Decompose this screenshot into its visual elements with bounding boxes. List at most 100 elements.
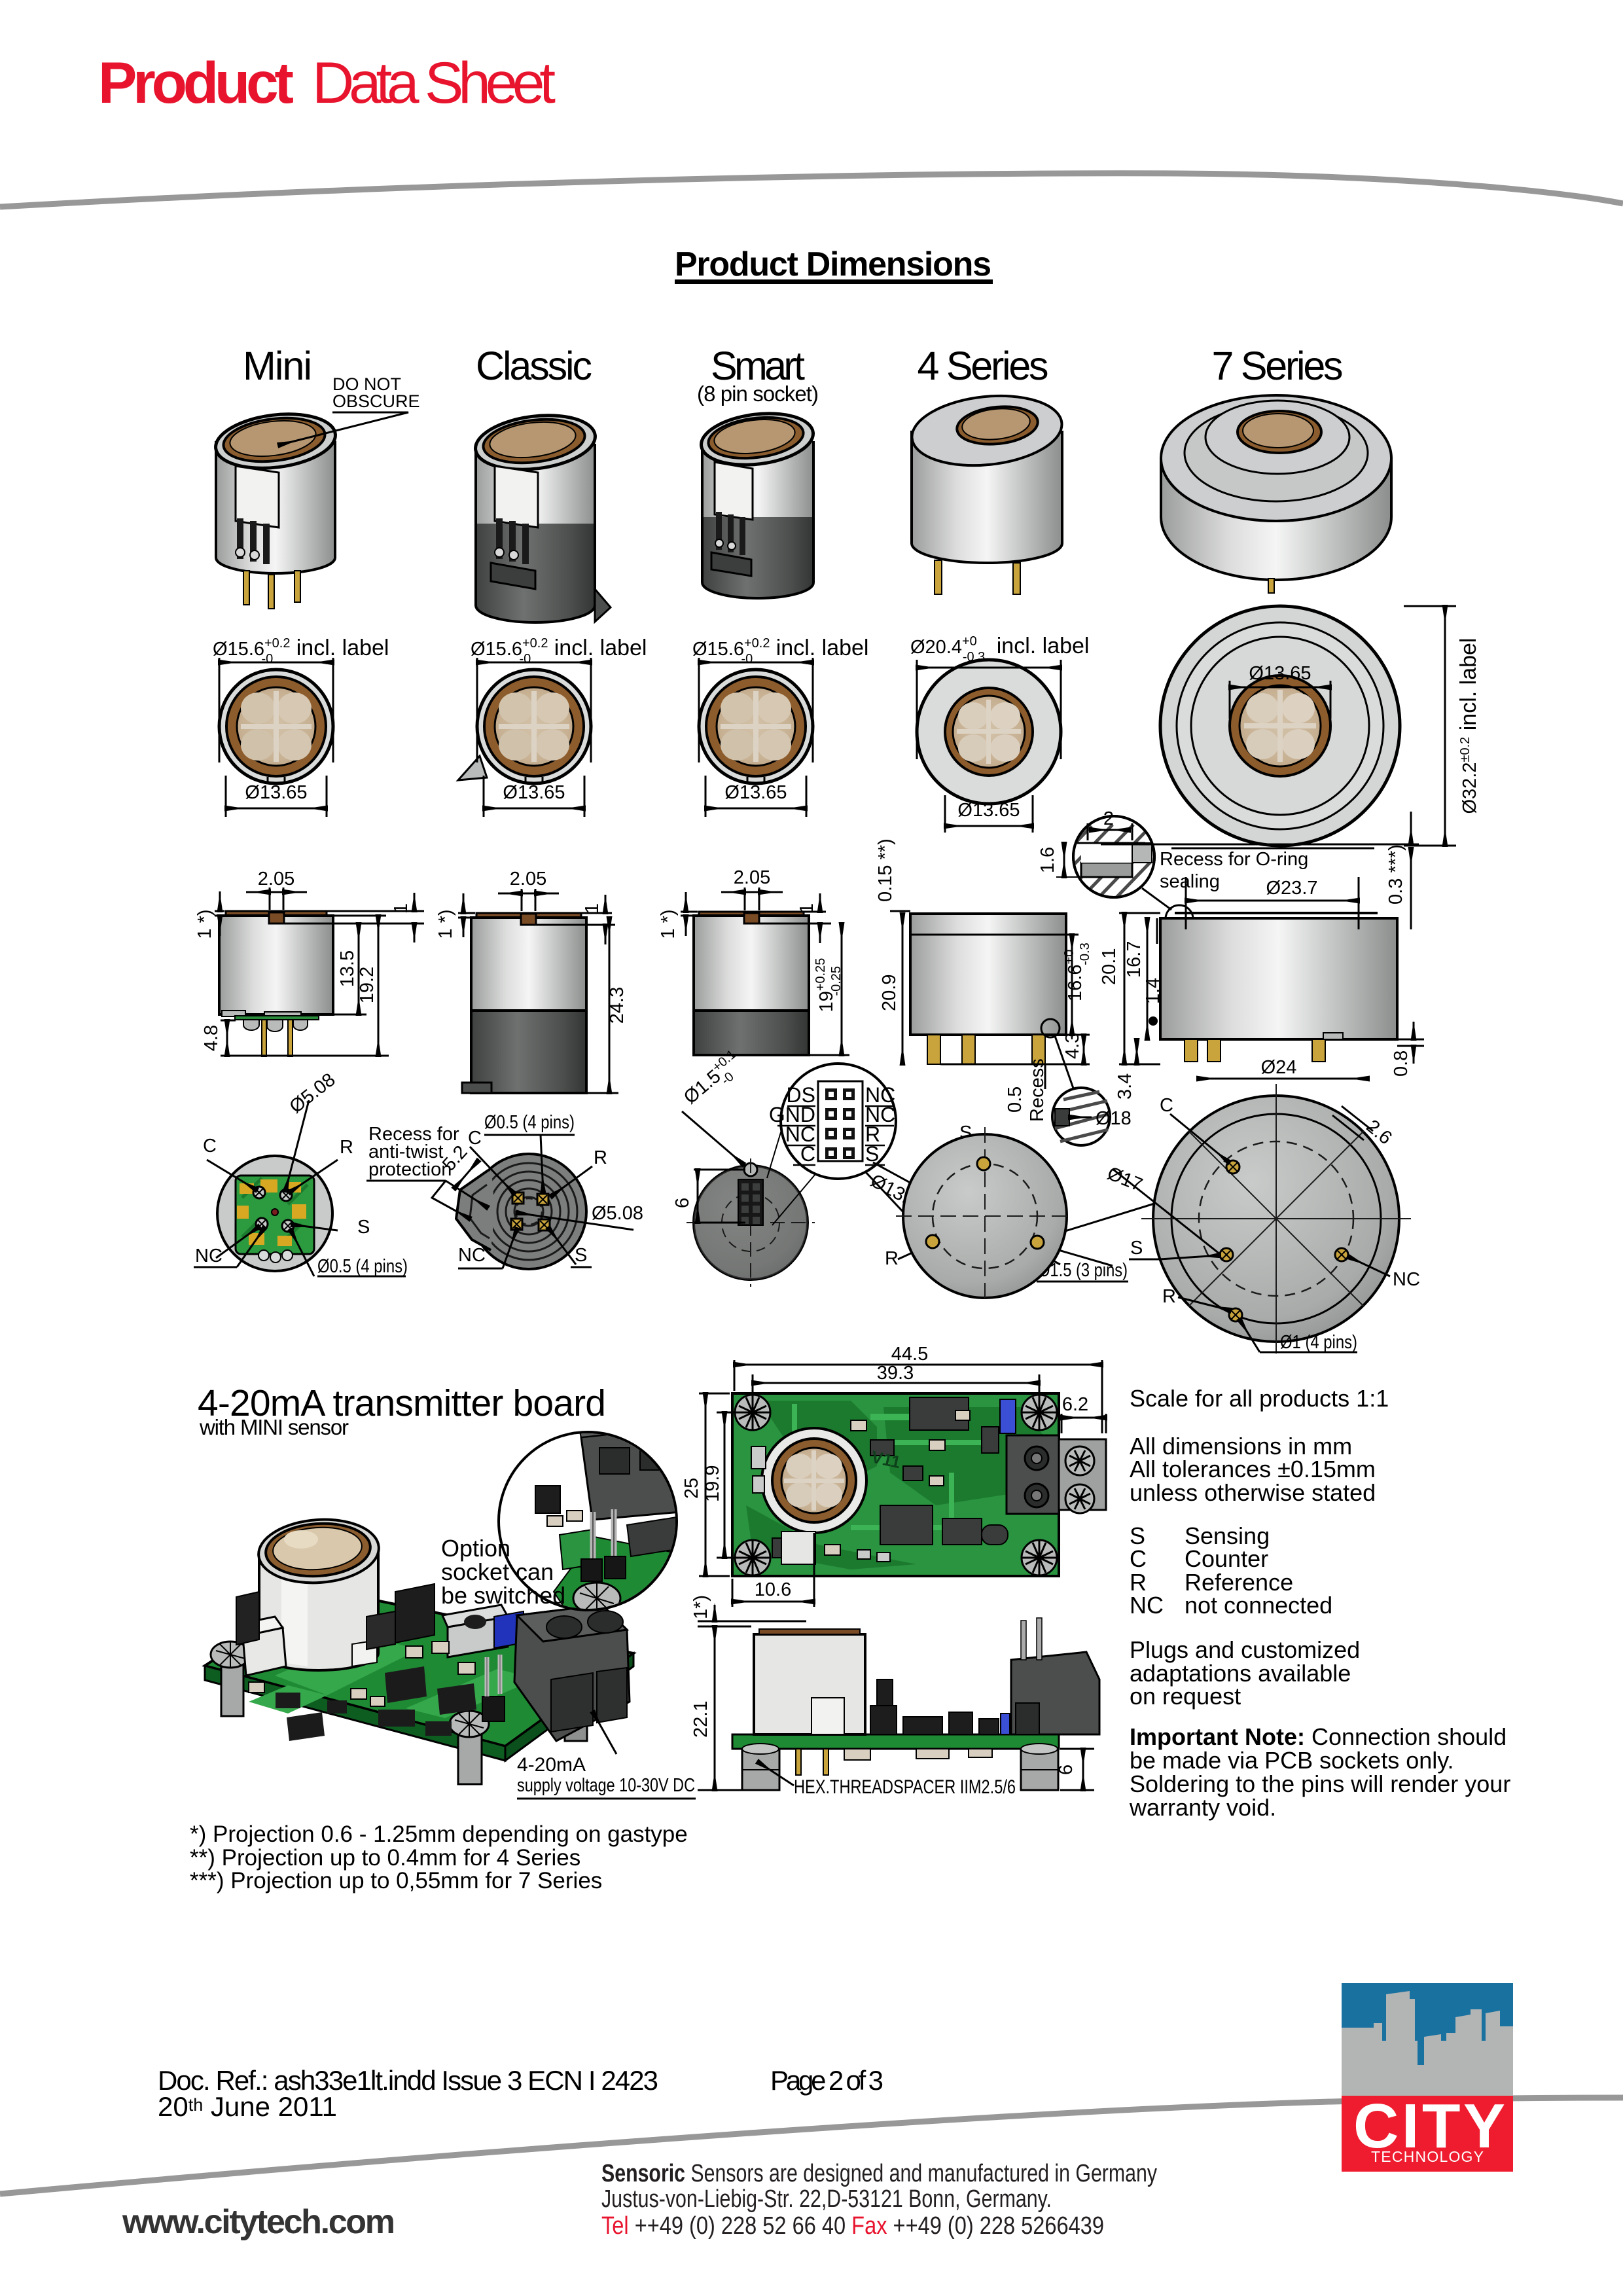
svg-text:adaptations available: adaptations available xyxy=(1130,1660,1351,1687)
svg-text:1 *): 1 *) xyxy=(658,909,679,939)
svg-text:Ø13.65: Ø13.65 xyxy=(245,782,307,803)
svg-text:0.15 **): 0.15 **) xyxy=(875,838,896,902)
svg-text:S: S xyxy=(1130,1238,1143,1259)
svg-text:4-20mA transmitter board: 4-20mA transmitter board xyxy=(198,1382,606,1424)
svg-text:*) Projection 0.6 - 1.25mm dep: *) Projection 0.6 - 1.25mm depending on … xyxy=(190,1821,688,1847)
svg-text:19.2: 19.2 xyxy=(357,967,378,1003)
svg-text:warranty void.: warranty void. xyxy=(1129,1794,1276,1821)
svg-text:unless otherwise stated: unless otherwise stated xyxy=(1130,1479,1376,1506)
svg-text:be made via PCB sockets only.: be made via PCB sockets only. xyxy=(1130,1747,1454,1774)
svg-text:NC: NC xyxy=(458,1245,486,1266)
svg-text:C: C xyxy=(800,1142,815,1166)
svg-text:0.3 ***): 0.3 ***) xyxy=(1385,844,1406,905)
svg-text:1.4: 1.4 xyxy=(1143,978,1164,1004)
svg-text:25: 25 xyxy=(681,1478,702,1499)
svg-text:NC: NC xyxy=(865,1083,895,1107)
svg-text:C: C xyxy=(203,1136,217,1157)
svg-text:R: R xyxy=(1162,1286,1176,1307)
svg-text:19.9: 19.9 xyxy=(702,1465,723,1502)
svg-text:2.05: 2.05 xyxy=(510,869,546,889)
svg-text:2.05: 2.05 xyxy=(734,867,770,888)
svg-text:CITY: CITY xyxy=(1353,2091,1505,2161)
svg-text:DO NOT: DO NOT xyxy=(332,374,401,394)
svg-text:**) Projection up to 0.4mm for: **) Projection up to 0.4mm for 4 Series xyxy=(190,1845,580,1871)
svg-text:C: C xyxy=(1130,1545,1147,1572)
svg-text:S: S xyxy=(575,1245,587,1266)
svg-text:sealing: sealing xyxy=(1160,871,1220,892)
svg-text:protection: protection xyxy=(368,1159,452,1180)
svg-text:R: R xyxy=(340,1137,353,1158)
svg-text:R: R xyxy=(594,1147,607,1168)
svg-text:16.7: 16.7 xyxy=(1124,941,1145,978)
svg-text:Important Note: Connection sho: Important Note: Connection should xyxy=(1130,1723,1507,1750)
svg-text:7 Series: 7 Series xyxy=(1212,344,1344,388)
svg-text:Smart: Smart xyxy=(711,344,805,388)
svg-text:6: 6 xyxy=(1056,1765,1077,1775)
svg-text:not connected: not connected xyxy=(1185,1592,1332,1619)
svg-text:0.5: 0.5 xyxy=(1005,1086,1026,1113)
svg-text:All tolerances ±0.15mm: All tolerances ±0.15mm xyxy=(1130,1456,1376,1482)
svg-text:20.9: 20.9 xyxy=(879,975,900,1011)
svg-text:Plugs and customized: Plugs and customized xyxy=(1130,1636,1360,1663)
svg-text:C: C xyxy=(468,1128,482,1149)
svg-text:22.1: 22.1 xyxy=(690,1701,711,1738)
svg-text:C: C xyxy=(1160,1095,1173,1116)
svg-text:Ø5.08: Ø5.08 xyxy=(592,1203,643,1224)
svg-text:Product Dimensions: Product Dimensions xyxy=(675,245,991,283)
svg-text:supply voltage 10-30V DC: supply voltage 10-30V DC xyxy=(517,1775,695,1796)
svg-text:39.3: 39.3 xyxy=(877,1363,914,1384)
svg-text:TECHNOLOGY: TECHNOLOGY xyxy=(1371,2148,1484,2165)
svg-text:Ø13.65: Ø13.65 xyxy=(724,782,787,803)
svg-text:Ø24: Ø24 xyxy=(1261,1057,1297,1078)
svg-text:Justus-von-Liebig-Str. 22,D-53: Justus-von-Liebig-Str. 22,D-53121 Bonn, … xyxy=(601,2185,1052,2213)
svg-text:Ø13.65: Ø13.65 xyxy=(1249,663,1311,684)
svg-text:1 *): 1 *) xyxy=(435,909,456,939)
svg-text:10.6: 10.6 xyxy=(755,1579,791,1600)
svg-text:NC: NC xyxy=(1130,1592,1164,1619)
svg-text:1*): 1*) xyxy=(690,1595,711,1619)
svg-text:Mini: Mini xyxy=(243,344,312,388)
svg-text:4 Series: 4 Series xyxy=(918,344,1049,388)
svg-text:4.8: 4.8 xyxy=(201,1025,222,1051)
svg-text:R: R xyxy=(1130,1569,1147,1596)
svg-text:1.6: 1.6 xyxy=(1037,847,1058,873)
svg-text:Page 2 of 3: Page 2 of 3 xyxy=(770,2065,883,2096)
svg-text:Data Sheet: Data Sheet xyxy=(312,50,556,115)
svg-text:Sensing: Sensing xyxy=(1185,1522,1270,1549)
svg-text:Ø23.7: Ø23.7 xyxy=(1266,878,1318,899)
svg-text:6.2: 6.2 xyxy=(1062,1394,1088,1415)
svg-text:Recess: Recess xyxy=(1027,1058,1048,1122)
svg-text:Soldering to the pins will ren: Soldering to the pins will render your xyxy=(1130,1770,1510,1797)
svg-text:be switched: be switched xyxy=(441,1582,565,1609)
svg-text:2.05: 2.05 xyxy=(258,869,294,889)
svg-text:Ø32.2±0.2 incl. label: Ø32.2±0.2 incl. label xyxy=(1456,638,1481,814)
svg-text:Product: Product xyxy=(98,50,294,115)
svg-text:Reference: Reference xyxy=(1185,1569,1293,1596)
svg-text:Option: Option xyxy=(441,1535,510,1562)
svg-text:R: R xyxy=(865,1122,880,1146)
svg-text:Ø18: Ø18 xyxy=(1096,1108,1132,1129)
svg-text:NC: NC xyxy=(1393,1269,1420,1290)
svg-text:Ø13.65: Ø13.65 xyxy=(503,782,565,803)
svg-text:Tel ++49 (0) 228 52 66 40 Fax: Tel ++49 (0) 228 52 66 40 Fax ++49 (0) 2… xyxy=(601,2212,1104,2240)
svg-text:S: S xyxy=(357,1217,370,1238)
svg-text:Sensoric Sensors are designed: Sensoric Sensors are designed and manufa… xyxy=(601,2160,1157,2187)
svg-text:Recess for O-ring: Recess for O-ring xyxy=(1160,849,1308,870)
svg-text:S: S xyxy=(1130,1522,1145,1549)
svg-text:DS: DS xyxy=(787,1083,815,1107)
svg-text:4-20mA: 4-20mA xyxy=(517,1754,586,1776)
svg-text:Doc. Ref.: ash33e1lt.indd Issu: Doc. Ref.: ash33e1lt.indd Issue 3 ECN I … xyxy=(158,2065,658,2096)
svg-text:Scale for all products 1:1: Scale for all products 1:1 xyxy=(1130,1385,1389,1412)
svg-text:HEX.THREADSPACER IIM2.5/6: HEX.THREADSPACER IIM2.5/6 xyxy=(794,1776,1016,1798)
svg-text:***) Projection up to 0,55mm f: ***) Projection up to 0,55mm for 7 Serie… xyxy=(190,1868,602,1893)
svg-text:1: 1 xyxy=(582,903,603,914)
svg-text:3.4: 3.4 xyxy=(1115,1073,1135,1100)
svg-text:Ø0.5 (4 pins): Ø0.5 (4 pins) xyxy=(317,1256,408,1277)
svg-text:2: 2 xyxy=(1103,808,1114,829)
svg-text:anti-twist: anti-twist xyxy=(368,1141,443,1162)
svg-text:6: 6 xyxy=(672,1198,693,1208)
svg-text:Ø13.65: Ø13.65 xyxy=(957,800,1020,821)
svg-text:24.3: 24.3 xyxy=(607,987,628,1024)
svg-text:All dimensions in mm: All dimensions in mm xyxy=(1130,1433,1352,1460)
svg-text:Ø0.5 (4 pins): Ø0.5 (4 pins) xyxy=(484,1112,575,1133)
